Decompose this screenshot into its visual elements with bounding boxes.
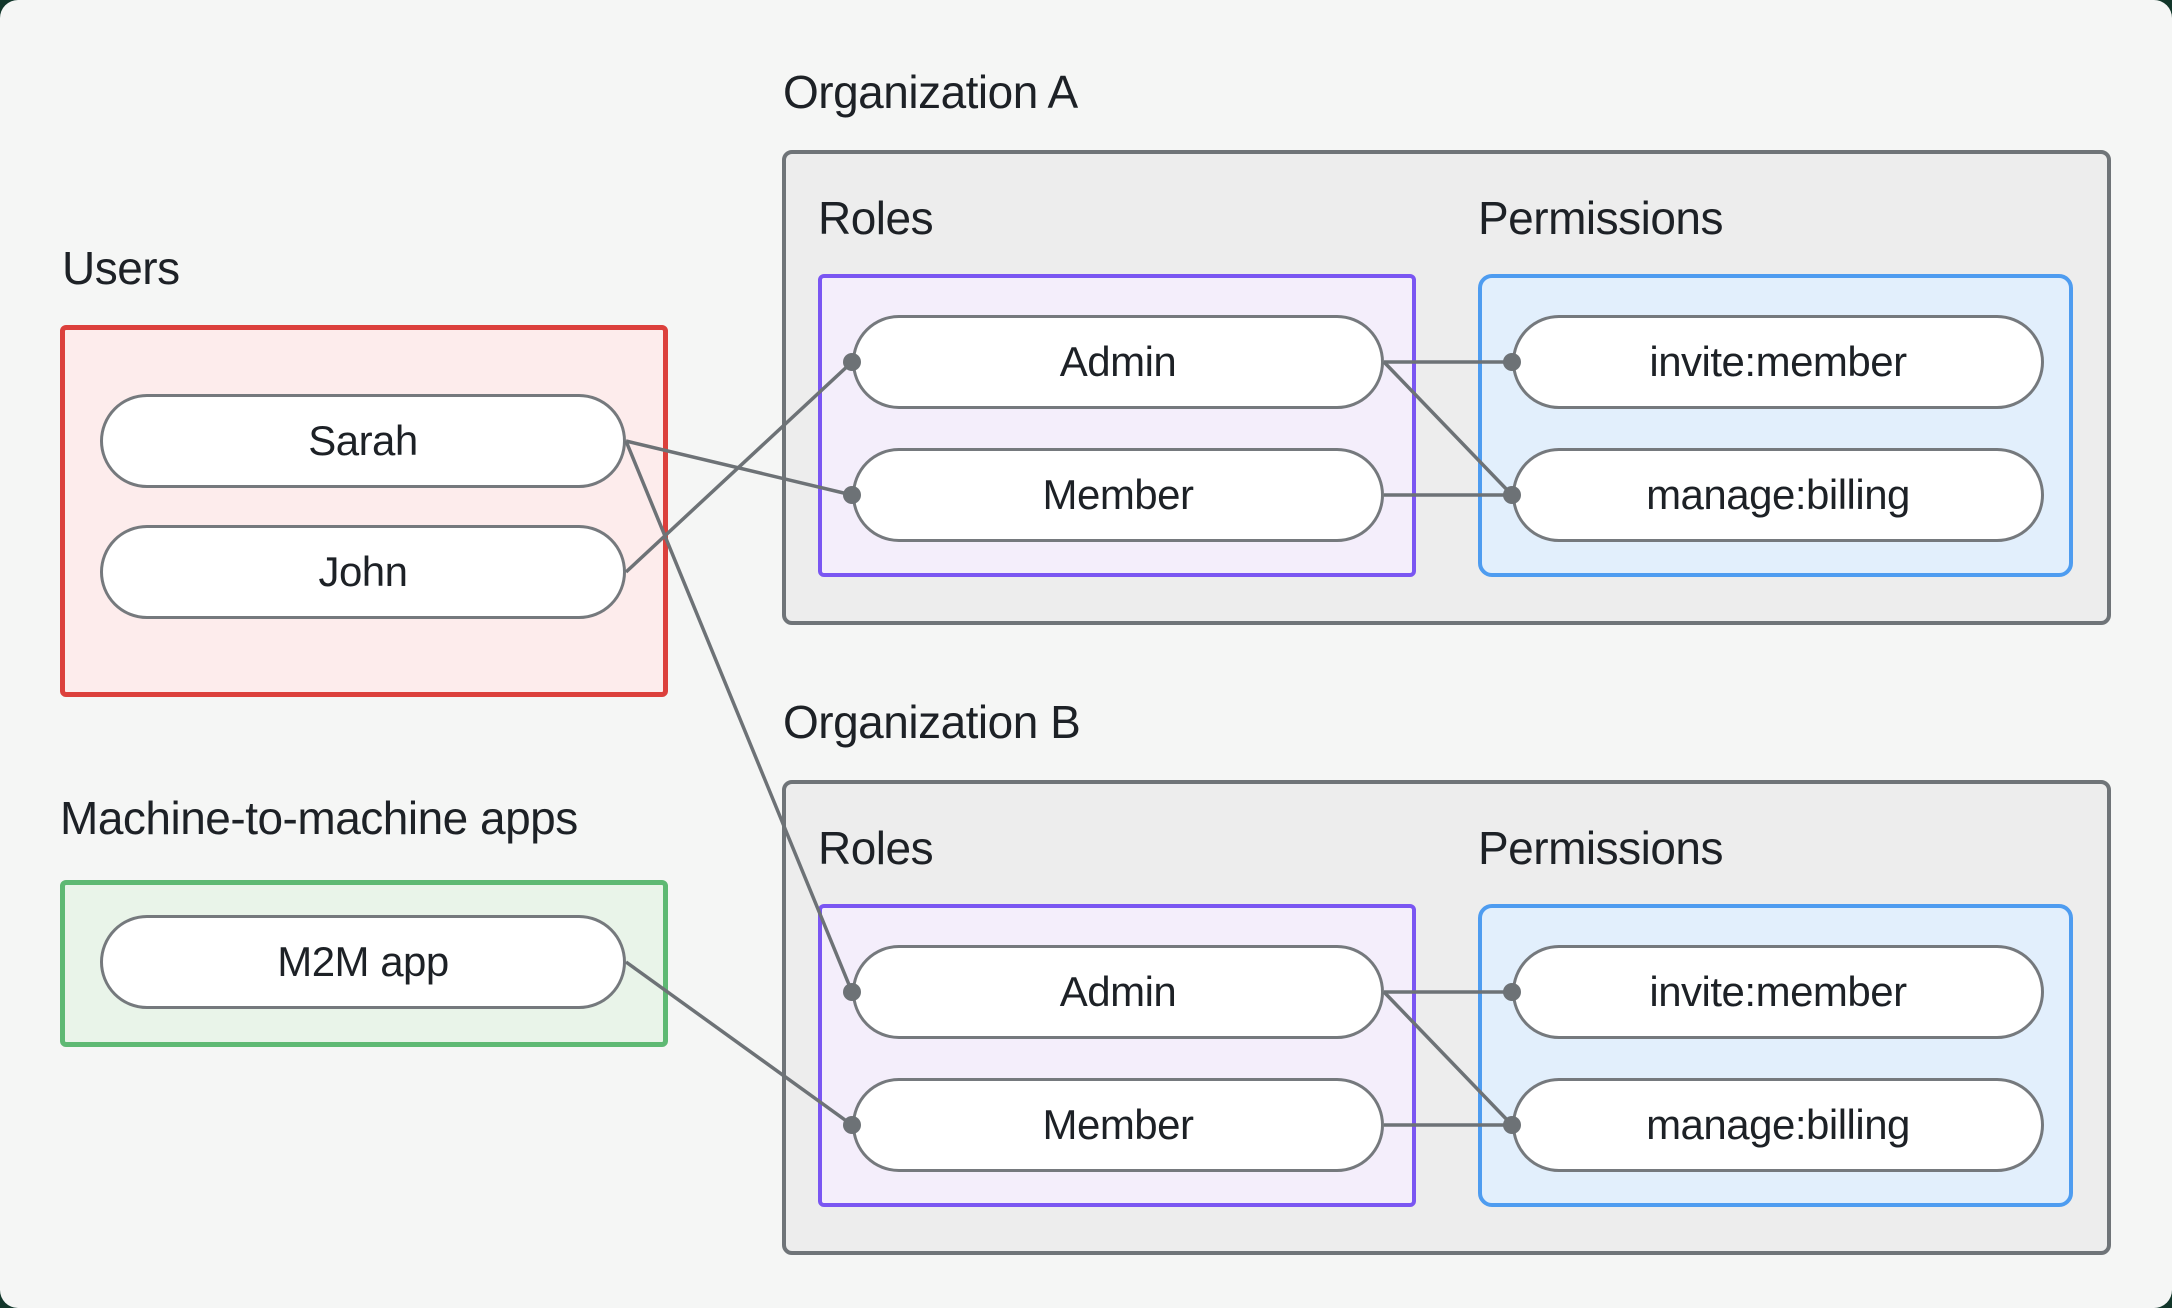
org-b-permission-manage-billing: manage:billing	[1512, 1078, 2044, 1172]
permission-node-label: manage:billing	[1646, 1101, 1910, 1148]
org-a-title: Organization A	[783, 66, 1078, 118]
org-b-roles-label: Roles	[818, 822, 934, 874]
org-a-roles-label: Roles	[818, 192, 934, 244]
role-node-label: Admin	[1059, 968, 1177, 1015]
permission-node-label: manage:billing	[1646, 471, 1910, 518]
org-b-title: Organization B	[783, 696, 1081, 748]
user-node-label: Sarah	[308, 417, 418, 464]
m2m-node-app: M2M app	[100, 915, 626, 1009]
org-b-role-admin: Admin	[852, 945, 1384, 1039]
role-node-label: Admin	[1059, 338, 1177, 385]
m2m-node-label: M2M app	[277, 938, 449, 985]
org-b-role-member: Member	[852, 1078, 1384, 1172]
permission-node-label: invite:member	[1649, 968, 1907, 1015]
org-a-role-admin: Admin	[852, 315, 1384, 409]
org-a-permission-invite-member: invite:member	[1512, 315, 2044, 409]
role-node-label: Member	[1042, 471, 1194, 518]
user-node-label: John	[318, 548, 408, 595]
org-a-role-member: Member	[852, 448, 1384, 542]
org-a-permission-manage-billing: manage:billing	[1512, 448, 2044, 542]
users-group-label: Users	[62, 242, 180, 294]
permission-node-label: invite:member	[1649, 338, 1907, 385]
org-b-permissions-label: Permissions	[1478, 822, 1724, 874]
users-group-box	[60, 325, 668, 697]
org-b-permission-invite-member: invite:member	[1512, 945, 2044, 1039]
user-node-john: John	[100, 525, 626, 619]
role-node-label: Member	[1042, 1101, 1194, 1148]
user-node-sarah: Sarah	[100, 394, 626, 488]
org-a-permissions-label: Permissions	[1478, 192, 1724, 244]
m2m-group-label: Machine-to-machine apps	[60, 792, 578, 844]
